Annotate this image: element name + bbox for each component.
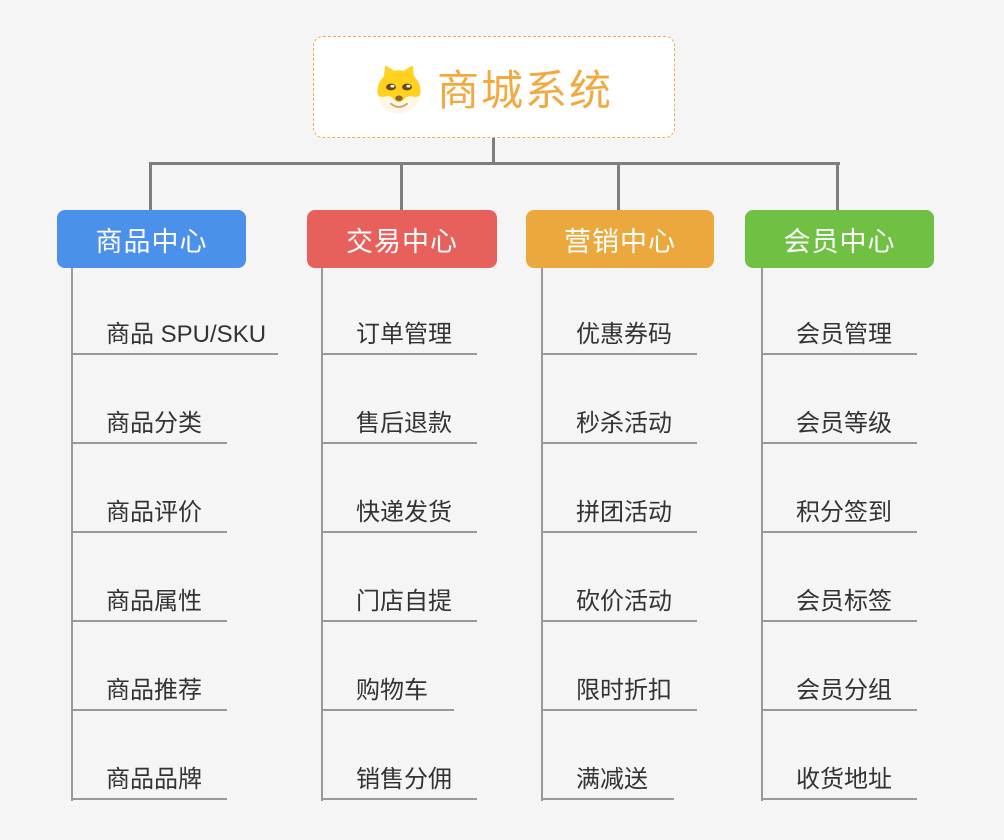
leaf-node[interactable]: 商品 SPU/SKU: [73, 311, 278, 355]
branch-column-product: 商品 SPU/SKU 商品分类 商品评价 商品属性 商品推荐 商品品牌: [71, 268, 301, 801]
root-title: 商城系统: [436, 66, 613, 114]
connector-bus: [149, 162, 840, 165]
leaf-node[interactable]: 商品分类: [73, 400, 227, 444]
leaf-node[interactable]: 商品评价: [73, 489, 227, 533]
leaf-node[interactable]: 拼团活动: [543, 489, 697, 533]
shiba-dog-icon: [377, 65, 421, 114]
leaf-node[interactable]: 购物车: [323, 667, 454, 711]
leaf-node[interactable]: 秒杀活动: [543, 400, 697, 444]
leaf-node[interactable]: 商品品牌: [73, 756, 227, 800]
leaf-node[interactable]: 门店自提: [323, 578, 477, 622]
connector-root-stem: [492, 138, 495, 164]
leaf-node[interactable]: 会员等级: [763, 400, 917, 444]
leaf-node[interactable]: 商品属性: [73, 578, 227, 622]
leaf-node[interactable]: 商品推荐: [73, 667, 227, 711]
branch-node-member-center[interactable]: 会员中心: [745, 210, 934, 268]
leaf-node[interactable]: 会员标签: [763, 578, 917, 622]
leaf-node[interactable]: 限时折扣: [543, 667, 697, 711]
branch-node-product-center[interactable]: 商品中心: [57, 210, 246, 268]
leaf-node[interactable]: 优惠券码: [543, 311, 697, 355]
branch-column-trade: 订单管理 售后退款 快递发货 门店自提 购物车 销售分佣: [321, 268, 551, 801]
branch-node-marketing-center[interactable]: 营销中心: [526, 210, 714, 268]
leaf-node[interactable]: 会员分组: [763, 667, 917, 711]
branch-column-marketing: 优惠券码 秒杀活动 拼团活动 砍价活动 限时折扣 满减送: [541, 268, 771, 801]
branch-column-member: 会员管理 会员等级 积分签到 会员标签 会员分组 收货地址: [761, 268, 991, 801]
leaf-node[interactable]: 收货地址: [763, 756, 917, 800]
root-node[interactable]: 商城系统: [313, 36, 675, 138]
leaf-node[interactable]: 砍价活动: [543, 578, 697, 622]
leaf-node[interactable]: 订单管理: [323, 311, 477, 355]
branch-node-trade-center[interactable]: 交易中心: [307, 210, 497, 268]
leaf-node[interactable]: 会员管理: [763, 311, 917, 355]
leaf-node[interactable]: 满减送: [543, 756, 674, 800]
connector-drop-4: [836, 164, 839, 210]
leaf-node[interactable]: 销售分佣: [323, 756, 477, 800]
connector-drop-1: [149, 164, 152, 210]
connector-drop-3: [617, 164, 620, 210]
leaf-node[interactable]: 快递发货: [323, 489, 477, 533]
leaf-node[interactable]: 积分签到: [763, 489, 917, 533]
connector-drop-2: [400, 164, 403, 210]
leaf-node[interactable]: 售后退款: [323, 400, 477, 444]
